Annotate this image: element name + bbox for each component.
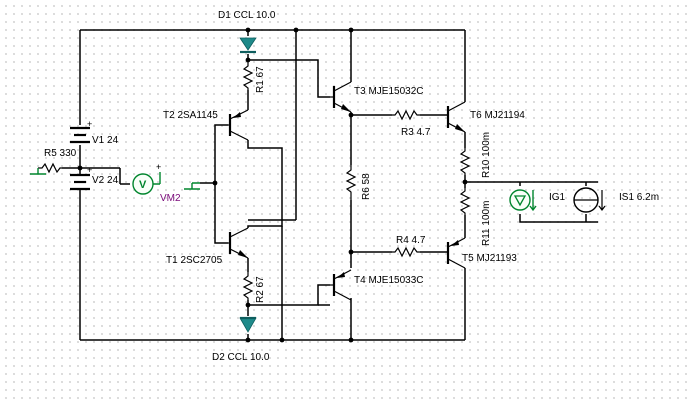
r6-label: R6 58 (361, 173, 372, 200)
voltmeter-vm2[interactable]: V + (132, 162, 161, 195)
r5-label: R5 330 (44, 148, 77, 159)
resistor-r3[interactable] (392, 109, 420, 121)
r1-label: R1 67 (255, 66, 266, 93)
junction-dot (77, 165, 83, 171)
junction-dot (279, 337, 285, 343)
junction-dot (462, 179, 468, 185)
d2-label: D2 CCL 10.0 (212, 352, 270, 363)
t1-label: T1 2SC2705 (166, 255, 223, 266)
resistor-r4[interactable] (392, 246, 420, 258)
junction-dot (293, 27, 299, 33)
junction-dot (245, 302, 251, 308)
t3-label: T3 MJE15032C (354, 86, 423, 97)
ground-symbol-left (30, 168, 46, 175)
v1-plus-sign: + (87, 119, 92, 129)
junction-dot (348, 112, 354, 118)
wires (62, 29, 598, 341)
t3-base-wire (248, 59, 330, 98)
vm2-plus-sign: + (156, 162, 161, 172)
t4-base-wire (248, 284, 330, 306)
diode-d1[interactable] (239, 37, 257, 54)
junction-dot (348, 249, 354, 255)
v1-label: V1 24 (92, 135, 119, 146)
junction-dots (77, 27, 468, 343)
voltmeter-symbol: V (139, 179, 147, 191)
transistor-t4[interactable] (330, 269, 352, 301)
junction-dot (245, 27, 251, 33)
junction-dot (245, 337, 251, 343)
resistor-r11[interactable] (459, 188, 471, 215)
r2-label: R2 67 (255, 276, 266, 303)
r10-label: R10 100m (481, 132, 492, 178)
transistor-t5[interactable] (446, 237, 466, 269)
t6-label: T6 MJ21194 (470, 110, 525, 121)
junction-dot (212, 180, 218, 186)
v2-label: V2 24 (92, 175, 119, 186)
transistor-t1[interactable] (228, 227, 249, 259)
t4-label: T4 MJE15033C (354, 275, 423, 286)
ammeter-ig1[interactable] (509, 189, 537, 212)
transistor-t2[interactable] (228, 109, 249, 141)
resistor-r2[interactable] (242, 272, 254, 300)
resistor-r6[interactable] (345, 165, 357, 200)
current-source-is1[interactable] (573, 187, 606, 213)
resistor-r10[interactable] (459, 148, 471, 175)
junction-dot (245, 57, 251, 63)
diode-d2[interactable] (239, 316, 257, 333)
is1-label: IS1 6.2m (619, 192, 659, 203)
transistor-t3[interactable] (330, 81, 352, 113)
transistor-t6[interactable] (446, 101, 466, 133)
resistor-r5[interactable] (38, 162, 62, 174)
collector-tie-wire (247, 140, 283, 228)
t2-label: T2 2SA1145 (163, 110, 218, 121)
vm2-label: VM2 (160, 193, 181, 204)
junction-dot (348, 27, 354, 33)
load-wire (465, 181, 598, 223)
drive-wire-a (295, 30, 330, 306)
r11-label: R11 100m (481, 201, 492, 246)
battery-v1[interactable]: + (70, 119, 92, 144)
resistor-r1[interactable] (242, 62, 254, 90)
r4-label: R4 4.7 (396, 235, 426, 246)
battery-v2[interactable]: + (70, 165, 92, 191)
v2-plus-sign: + (87, 165, 92, 175)
d1-label: D1 CCL 10.0 (218, 10, 276, 21)
ig1-label: IG1 (549, 192, 566, 203)
midpoint-wire (62, 167, 130, 185)
r3-label: R3 4.7 (401, 127, 431, 138)
junction-dot (348, 337, 354, 343)
ground-symbol-mid (184, 182, 200, 190)
t5-label: T5 MJ21193 (462, 253, 517, 264)
